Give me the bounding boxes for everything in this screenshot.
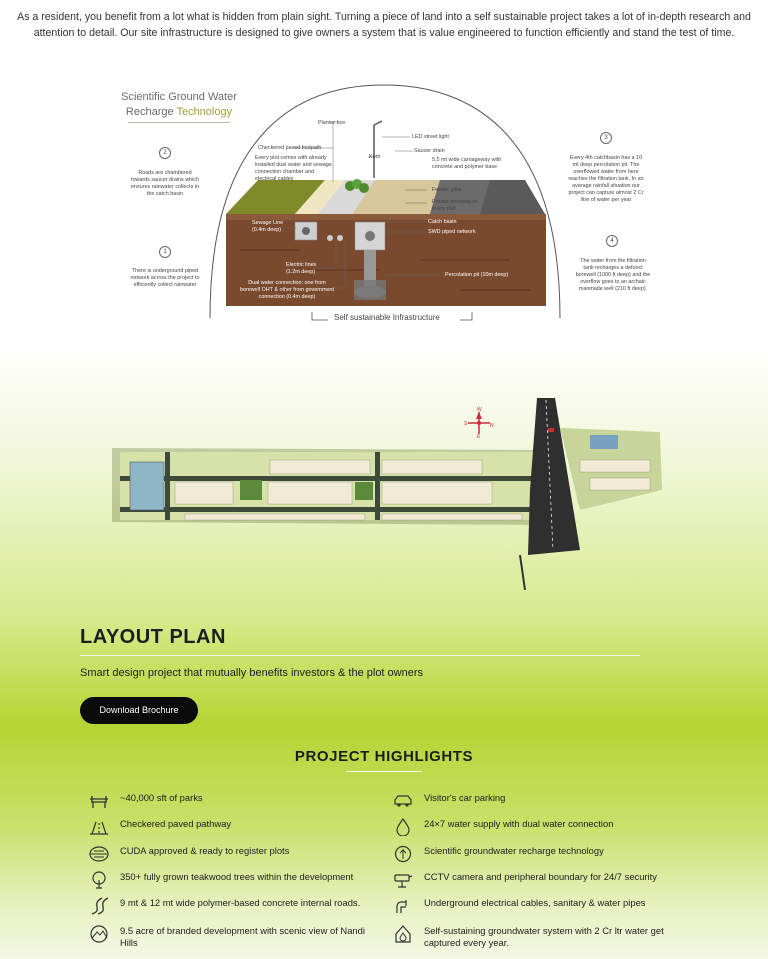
highlight-text: Underground electrical cables, sanitary … — [424, 897, 646, 908]
layout-plan-subtitle: Smart design project that mutually benef… — [80, 667, 424, 679]
label-percolation-pit: Percolation pit (10m deep) — [445, 272, 509, 278]
highlight-text: 350+ fully grown teakwood trees within t… — [120, 871, 354, 882]
highlight-item: Scientific groundwater recharge technolo… — [392, 845, 604, 863]
note-4-text: The water from the filtration tank recha… — [575, 258, 651, 292]
highlight-text: Visitor's car parking — [424, 792, 506, 803]
compass-w: W — [477, 407, 482, 413]
highlight-item: ~40,000 sft of parks — [88, 792, 203, 810]
label-checkered-footpath: Checkered paved footpath — [258, 145, 322, 151]
highlight-text: CUDA approved & ready to register plots — [120, 845, 290, 856]
label-catch-basin: Catch basin — [428, 219, 457, 225]
highlight-text: 9 mt & 12 mt wide polymer-based concrete… — [120, 897, 361, 908]
label-kerb: Kerb — [369, 154, 381, 160]
layout-plan-title: LAYOUT PLAN — [80, 626, 226, 648]
label-planter-box: Planter box — [318, 120, 346, 126]
approval-stamp-icon — [89, 846, 109, 862]
highlight-text: Scientific groundwater recharge technolo… — [424, 845, 604, 856]
highlight-item: 24×7 water supply with dual water connec… — [392, 818, 613, 836]
project-highlights-divider — [346, 771, 422, 772]
tree-icon — [92, 871, 106, 889]
highlight-item: 9 mt & 12 mt wide polymer-based concrete… — [88, 897, 360, 915]
highlight-text: ~40,000 sft of parks — [120, 792, 203, 803]
highlight-item: Self-sustaining groundwater system with … — [392, 925, 702, 949]
note-3-number: 3 — [600, 132, 612, 144]
label-every-plot: Every plot comes with already installed … — [255, 155, 332, 182]
hills-view-icon — [90, 925, 108, 943]
label-swd-network: SWD piped network — [428, 229, 476, 235]
pipes-icon — [396, 900, 407, 913]
diagram-title-line2a: Recharge — [125, 106, 177, 118]
plot-blocks — [174, 459, 523, 521]
highlight-item: Checkered paved pathway — [88, 818, 231, 836]
road-icon — [91, 897, 109, 915]
highlight-text: 24×7 water supply with dual water connec… — [424, 818, 614, 829]
note-2-text: Roads are chambered towards saucer drain… — [130, 170, 199, 197]
highlight-item: CUDA approved & ready to register plots — [88, 845, 289, 863]
layout-plan-map: N E S W — [112, 398, 662, 591]
diagram-title: Scientific Ground Water Recharge Technol… — [118, 90, 240, 120]
self-sustainable-label: Self sustainable Infrastructure — [330, 313, 444, 322]
diagram-title-underline — [128, 122, 230, 123]
label-electric-lines: Electric lines (1.2m deep) — [286, 262, 317, 275]
label-feeder-pillar: Feeder pillar — [432, 187, 462, 193]
highlight-text: CCTV camera and peripheral boundary for … — [424, 871, 657, 882]
label-led-street-light: LED street light — [412, 134, 449, 140]
project-highlights-title: PROJECT HIGHLIGHTS — [294, 748, 474, 765]
label-carriageway: 5.5 mt wide carriageway with concrete an… — [432, 157, 502, 170]
compass-e: E — [477, 434, 481, 440]
highlight-item: 9.5 acre of branded development with sce… — [88, 925, 388, 949]
highlight-text: Self-sustaining groundwater system with … — [424, 925, 664, 948]
infrastructure-illustration — [209, 84, 561, 321]
highlight-item: CCTV camera and peripheral boundary for … — [392, 871, 657, 889]
label-saucer-drain: Saucer drain — [414, 148, 445, 154]
highlight-item: 350+ fully grown teakwood trees within t… — [88, 871, 353, 889]
cctv-icon — [394, 874, 413, 888]
note-3-text: Every 4th catchbasin has a 10 mt deep pe… — [568, 155, 644, 203]
highlight-text: Checkered paved pathway — [120, 818, 232, 829]
note-4-number: 4 — [606, 235, 618, 247]
note-1-text: There is underground piped network acros… — [130, 268, 200, 288]
highlight-item: Underground electrical cables, sanitary … — [392, 897, 645, 915]
intro-paragraph: As a resident, you benefit from a lot wh… — [17, 11, 751, 39]
label-dual-water: Dual water connection: one from borewell… — [240, 280, 334, 300]
highlight-item: Visitor's car parking — [392, 792, 505, 810]
car-icon — [394, 795, 412, 807]
compass-rose-icon — [468, 412, 490, 434]
label-sewage-line: Sewage Line (0.4m deep) — [252, 220, 284, 233]
rain-tank-icon — [395, 925, 411, 943]
note-1-number: 1 — [159, 246, 171, 258]
download-brochure-button[interactable]: Download Brochure — [80, 697, 198, 724]
diagram-title-line2b: Technology — [176, 106, 233, 118]
diagram-title-line1: Scientific Ground Water — [121, 91, 237, 103]
layout-plan-divider — [80, 655, 640, 656]
groundwater-icon — [394, 845, 412, 863]
compass-s: S — [464, 421, 468, 427]
label-private-driveway: Private driveway to every plot — [432, 199, 478, 212]
highlight-text: 9.5 acre of branded development with sce… — [120, 925, 365, 948]
water-drop-icon — [396, 818, 410, 836]
park-bench-icon — [90, 796, 108, 808]
note-2-number: 2 — [159, 147, 171, 159]
pathway-icon — [90, 821, 108, 835]
compass-n: N — [490, 423, 494, 429]
